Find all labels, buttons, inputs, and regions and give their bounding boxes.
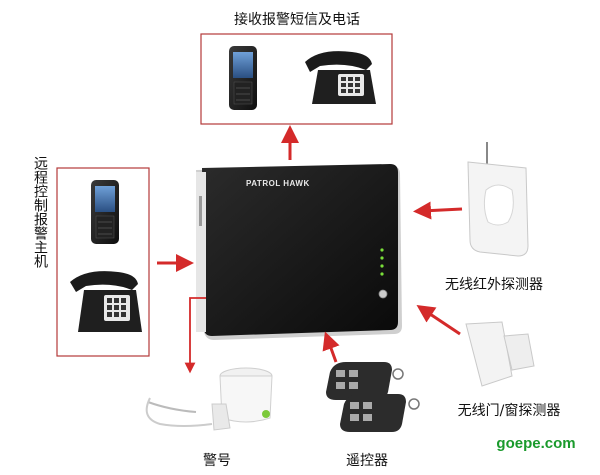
wireless-ir-detector-icon <box>467 142 529 257</box>
watermark: goepe.com <box>496 435 575 452</box>
label-wireless-ir-detector: 无线红外探测器 <box>445 277 543 293</box>
remote-controller-icon <box>326 362 420 432</box>
wireless-door-window-detector-icon <box>465 321 535 387</box>
desk-telephone-icon <box>305 51 376 104</box>
siren-icon <box>145 367 273 431</box>
desk-telephone-icon <box>70 271 142 332</box>
arrow-door-detector-to-host <box>416 305 461 336</box>
host-status-leds <box>380 248 384 276</box>
arrow-ir-detector-to-host <box>413 201 463 220</box>
host-brand-logo: PATROL HAWK <box>246 179 310 188</box>
alarm-host-device: PATROL HAWK <box>196 164 402 340</box>
label-siren: 警号 <box>203 453 231 469</box>
label-remote-control-host: 远程控制报警主机 <box>32 156 48 269</box>
mobile-phone-icon <box>229 46 257 110</box>
label-receive-sms-calls: 接收报警短信及电话 <box>234 11 360 28</box>
mobile-phone-icon <box>91 180 119 244</box>
label-remote-controller: 遥控器 <box>346 453 388 469</box>
label-wireless-door-window-detector: 无线门/窗探测器 <box>458 402 561 419</box>
arrow-remote-to-host <box>322 331 340 363</box>
arrow-host-to-siren <box>184 297 206 374</box>
host-power-button <box>378 289 388 299</box>
